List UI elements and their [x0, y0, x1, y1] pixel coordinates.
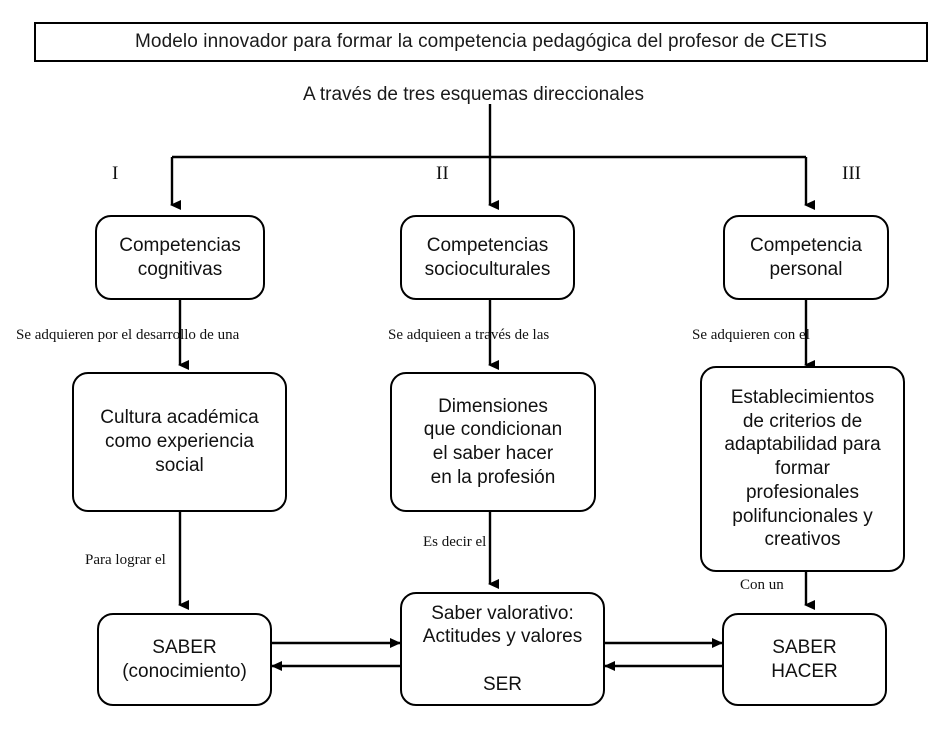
node-competencia-personal[interactable]: Competencia personal [723, 215, 889, 300]
branch-marker-i: I [112, 163, 119, 184]
node-competencias-cognitivas[interactable]: Competencias cognitivas [95, 215, 265, 300]
node-saber-valorativo[interactable]: Saber valorativo: Actitudes y valores SE… [400, 592, 605, 706]
node-cultura-academica[interactable]: Cultura académica como experiencia socia… [72, 372, 287, 512]
node-label: SABER (conocimiento) [122, 636, 247, 682]
node-saber-conocimiento[interactable]: SABER (conocimiento) [97, 613, 272, 706]
edge-label-adquieen-atraves: Se adquieen a través de las [388, 327, 550, 343]
diagram-subtitle: A través de tres esquemas direccionales [302, 84, 645, 105]
node-label: Competencias cognitivas [119, 234, 241, 280]
edge-label-adquieren-desarrollo: Se adquieren por el desarrollo de una [16, 327, 240, 343]
node-saber-hacer[interactable]: SABER HACER [722, 613, 887, 706]
edge-label-adquieren-conel: Se adquieren con el [692, 327, 810, 343]
node-label: Saber valorativo: Actitudes y valores SE… [422, 602, 583, 695]
node-dimensiones[interactable]: Dimensiones que condicionan el saber hac… [390, 372, 596, 512]
branch-marker-ii: II [436, 163, 449, 184]
node-label: Dimensiones que condicionan el saber hac… [423, 395, 563, 488]
diagram-title-box: Modelo innovador para formar la competen… [34, 22, 928, 62]
branch-marker-iii: III [842, 163, 861, 184]
node-label: Competencia personal [750, 234, 862, 280]
edge-label-es-decir: Es decir el [423, 534, 487, 550]
node-label: SABER HACER [771, 636, 838, 682]
node-label: Competencias socioculturales [424, 234, 551, 280]
edge-label-para-lograr: Para lograr el [85, 552, 166, 568]
edge-label-con-un: Con un [740, 577, 784, 593]
node-label: Establecimientos de criterios de adaptab… [724, 386, 881, 551]
node-competencias-socioculturales[interactable]: Competencias socioculturales [400, 215, 575, 300]
page-title: Modelo innovador para formar la competen… [135, 31, 827, 52]
node-label: Cultura académica como experiencia socia… [100, 407, 259, 476]
node-establecimientos[interactable]: Establecimientos de criterios de adaptab… [700, 366, 905, 572]
